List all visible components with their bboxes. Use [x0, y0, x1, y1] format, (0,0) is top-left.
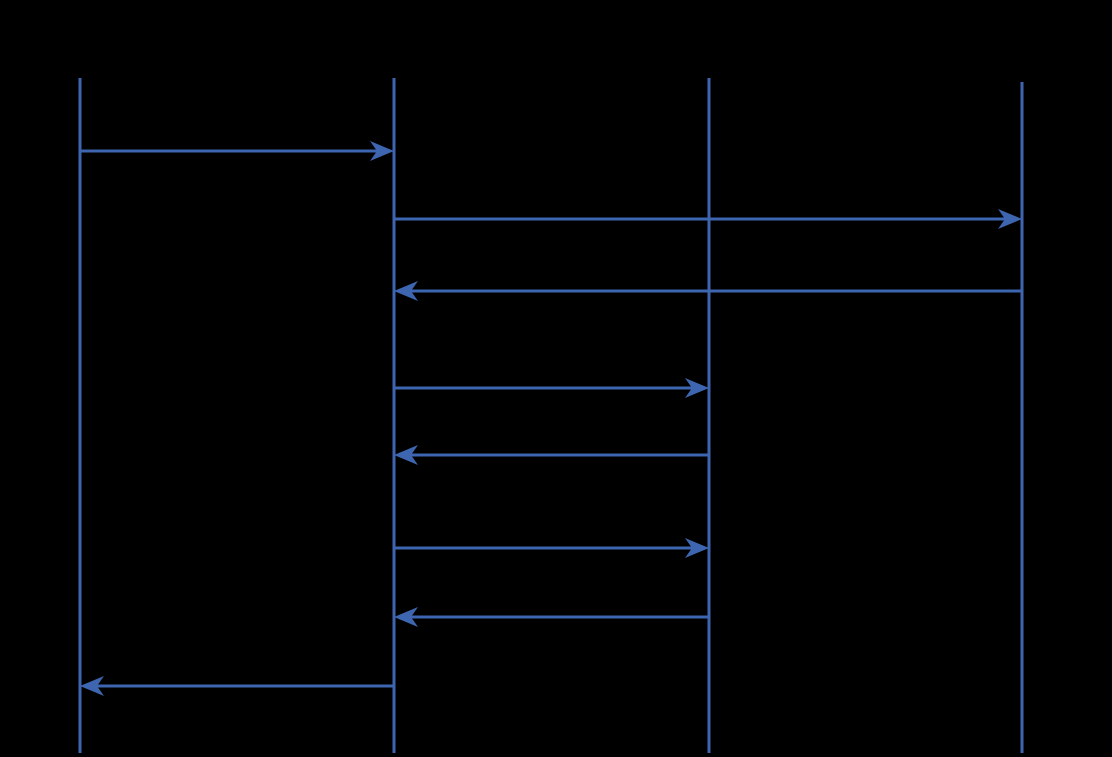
message-7-arrowhead-icon	[394, 607, 418, 627]
message-4	[394, 378, 709, 398]
message-5-arrowhead-icon	[394, 445, 418, 465]
message-4-arrowhead-icon	[685, 378, 709, 398]
message-7	[394, 607, 709, 627]
message-6-arrowhead-icon	[685, 538, 709, 558]
message-1-arrowhead-icon	[370, 141, 394, 161]
message-1	[80, 141, 394, 161]
message-2	[394, 209, 1022, 229]
message-8-arrowhead-icon	[80, 676, 104, 696]
message-6	[394, 538, 709, 558]
message-3	[394, 281, 1022, 301]
message-8	[80, 676, 394, 696]
message-5	[394, 445, 709, 465]
message-2-arrowhead-icon	[998, 209, 1022, 229]
message-3-arrowhead-icon	[394, 281, 418, 301]
